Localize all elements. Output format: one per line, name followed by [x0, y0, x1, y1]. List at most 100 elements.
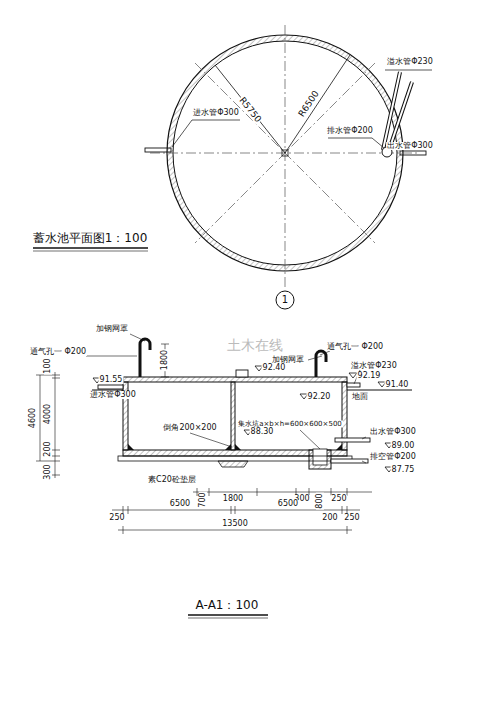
elevation-label: 89.00: [391, 442, 416, 450]
dimension-label: 13500: [221, 520, 248, 528]
dimension-label: 250: [330, 495, 347, 503]
pipe-label: 溢水管Φ230: [350, 362, 398, 370]
center-line: [285, 25, 286, 290]
roof-slab: [123, 377, 347, 382]
center-line: [150, 25, 420, 290]
pipe-label: 排水管Φ200: [326, 127, 374, 135]
dimension-line: [347, 526, 348, 534]
title-underline: [33, 247, 148, 248]
leader-line: [86, 334, 366, 463]
sump-pit: [313, 449, 327, 465]
level-mark: [93, 366, 393, 472]
dimension-label: 800: [316, 492, 324, 509]
chamfer: [336, 444, 342, 450]
part-label: 加钢网罩: [271, 356, 305, 364]
pipe-label: 进水管Φ300: [89, 391, 137, 399]
part-label: 通气孔一 Φ200: [29, 348, 87, 356]
ground-line: [347, 390, 412, 391]
dimension-label: 4600: [29, 407, 37, 429]
dimension-label: 200: [321, 514, 338, 522]
dimension-line: [342, 506, 343, 514]
dimension-line: [55, 372, 56, 478]
dimension-line: [52, 450, 60, 451]
dimension-label: 250: [343, 514, 360, 522]
dimension-line: [257, 488, 258, 496]
inlet-pipe: [145, 148, 171, 152]
drawing-title: 蓄水池平面图1：100: [32, 232, 149, 244]
elevation-label: 87.75: [391, 466, 416, 474]
dimension-label: 4000: [44, 403, 52, 425]
title-underline: [188, 618, 268, 619]
dimension-label: 700: [199, 491, 207, 508]
vent-pipe: [140, 339, 150, 377]
note-label: 倒角200×200: [162, 424, 217, 432]
dimension-line: [235, 506, 236, 514]
dimension-line: [161, 344, 169, 345]
elevation-label: 88.30: [250, 428, 275, 436]
plan-view: [33, 25, 432, 309]
elevation-label: 92.40: [262, 364, 287, 372]
pipe-label: 出水管Φ300: [386, 142, 434, 150]
partition-wall: [231, 382, 235, 450]
part-label: 加钢网罩: [95, 325, 129, 333]
sump-pit: [309, 450, 331, 469]
pipe-label: 溢水管Φ230: [386, 58, 434, 66]
part-label: 通气孔一 Φ200: [326, 343, 384, 351]
note-label: 集水坑a×b×h=600×600×500: [237, 421, 343, 428]
dimension-line: [36, 461, 60, 462]
material-label: 素C20砼垫层: [147, 476, 197, 484]
leader-line: [308, 356, 322, 360]
drawing-title: A-A1：100: [195, 599, 260, 611]
dimension-line: [123, 506, 124, 514]
dimension-line: [197, 488, 198, 496]
chamfer: [235, 444, 241, 450]
dimension-line: [161, 377, 169, 378]
elevation-label: 91.40: [385, 381, 410, 389]
drain-pipe: [389, 82, 412, 150]
title-underline: [33, 251, 148, 252]
watermark: 土木在线: [226, 338, 284, 352]
dimension-label: 1800: [161, 349, 169, 371]
dimension-label: 300: [44, 463, 52, 480]
dimension-line: [123, 526, 124, 534]
dimension-label: 250: [108, 514, 125, 522]
leader-line: [372, 138, 384, 148]
dimension-line: [52, 378, 60, 379]
leader-line: [192, 120, 240, 121]
center-mark: [282, 150, 288, 156]
section-view: [36, 334, 412, 618]
dimension-line: [40, 375, 41, 461]
dimension-line: [112, 510, 360, 511]
manhole: [236, 370, 248, 377]
leader-line: [362, 461, 366, 463]
dimension-line: [128, 506, 129, 514]
leader-line: [130, 334, 145, 341]
outlet-pipe: [335, 438, 370, 442]
leader-line: [190, 433, 232, 447]
overflow-pipe: [347, 383, 360, 387]
elevation-label: 91.55: [99, 376, 124, 384]
dimension-label: 1800: [222, 495, 244, 503]
dimension-line: [193, 492, 372, 493]
elevation-label: 92.19: [357, 372, 382, 380]
leader-line: [362, 437, 366, 439]
leader-line: [385, 70, 432, 71]
title-underline: [188, 614, 268, 615]
dimension-line: [52, 456, 60, 457]
section-number: 1: [281, 295, 289, 305]
ground-label: 地面: [351, 393, 369, 401]
dimension-label: 6500: [277, 500, 299, 508]
leader-line: [172, 120, 192, 147]
pipe-label: 出水管Φ300: [369, 428, 417, 436]
outlet-pipe: [400, 151, 426, 155]
pipe-label: 排空管Φ200: [369, 453, 417, 461]
elevation-label: 92.20: [307, 393, 332, 401]
footing: [218, 461, 248, 467]
dimension-line: [112, 488, 372, 534]
leader-line: [382, 155, 428, 156]
dimension-line: [52, 475, 60, 476]
drain-pipe: [389, 82, 412, 150]
dimension-line: [118, 530, 352, 531]
drain-pipe: [331, 459, 368, 463]
